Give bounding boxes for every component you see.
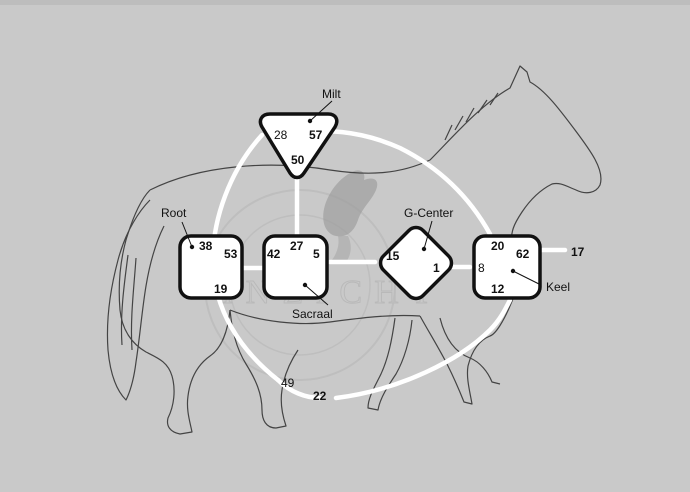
milt-label: Milt bbox=[322, 87, 341, 101]
gate-22: 22 bbox=[313, 389, 327, 403]
center-milt: 28 57 50 Milt bbox=[258, 87, 341, 180]
g-center-shape bbox=[378, 225, 454, 301]
gate-1: 1 bbox=[433, 261, 440, 275]
gate-28: 28 bbox=[274, 128, 288, 142]
sacraal-pointer-line bbox=[304, 284, 329, 306]
top-border bbox=[0, 0, 690, 5]
keel-pointer-line bbox=[512, 270, 542, 286]
keel-label: Keel bbox=[546, 280, 570, 294]
gate-50: 50 bbox=[291, 153, 305, 167]
sacraal-shape bbox=[262, 234, 329, 300]
sacraal-label: Sacraal bbox=[292, 307, 333, 321]
gate-15: 15 bbox=[386, 249, 400, 263]
dog-watermark-icon bbox=[323, 170, 378, 262]
gate-8: 8 bbox=[478, 261, 485, 275]
keel-shape bbox=[472, 234, 542, 300]
gate-57: 57 bbox=[309, 128, 323, 142]
center-root: 38 53 19 Root bbox=[161, 206, 244, 300]
root-shape bbox=[178, 234, 244, 300]
gate-27: 27 bbox=[290, 239, 304, 253]
gate-17: 17 bbox=[571, 245, 585, 259]
center-sacraal: 42 27 5 Sacraal bbox=[262, 234, 333, 321]
gate-19: 19 bbox=[214, 282, 228, 296]
gate-42: 42 bbox=[267, 247, 281, 261]
center-g-center: 15 1 G-Center bbox=[378, 206, 454, 301]
root-pointer-line bbox=[181, 221, 193, 248]
gate-5: 5 bbox=[313, 247, 320, 261]
gate-12: 12 bbox=[491, 282, 505, 296]
channel-lower-left bbox=[275, 377, 323, 401]
root-label: Root bbox=[161, 206, 187, 220]
g-center-pointer-line bbox=[423, 220, 433, 250]
milt-pointer-line bbox=[309, 100, 333, 122]
gate-49: 49 bbox=[281, 376, 295, 390]
gate-62: 62 bbox=[516, 247, 530, 261]
gate-38: 38 bbox=[199, 239, 213, 253]
gate-20: 20 bbox=[491, 239, 505, 253]
g-center-label: G-Center bbox=[404, 206, 453, 220]
gate-53: 53 bbox=[224, 247, 238, 261]
milt-shape bbox=[258, 112, 339, 180]
channel-bottom-right bbox=[333, 297, 513, 401]
center-keel: 20 62 8 12 Keel bbox=[472, 234, 570, 300]
horse-outline-icon bbox=[106, 65, 602, 435]
